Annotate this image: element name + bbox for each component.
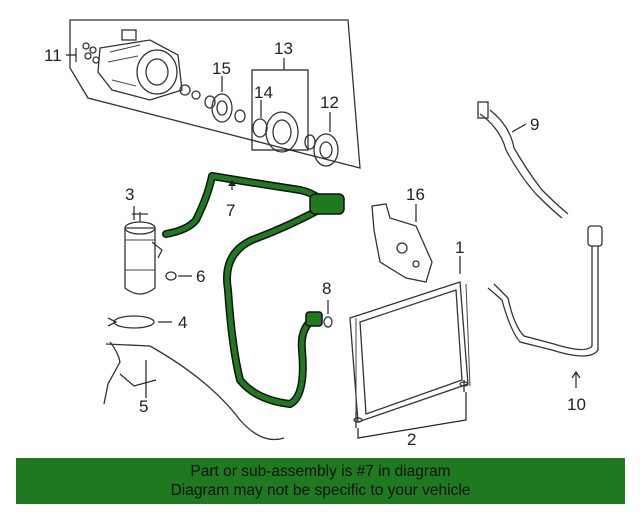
callout-13: 13 <box>274 39 293 58</box>
o-ring-8-icon <box>323 300 333 328</box>
accumulator-icon <box>124 206 163 295</box>
callout-12: 12 <box>320 93 339 112</box>
notice-banner: Part or sub-assembly is #7 in diagram Di… <box>16 458 625 504</box>
callout-6: 6 <box>196 267 205 286</box>
hose-10-icon <box>487 225 603 388</box>
callout-4: 4 <box>178 313 187 332</box>
notice-line-1: Part or sub-assembly is #7 in diagram <box>190 463 451 480</box>
parts-diagram: 1 2 3 4 5 6 7 8 9 10 11 12 13 14 15 16 <box>44 19 603 449</box>
compressor-assembly-group <box>66 19 361 169</box>
callout-15: 15 <box>212 59 231 78</box>
callout-14: 14 <box>254 83 273 102</box>
callout-5: 5 <box>139 397 148 416</box>
condenser-icon <box>349 256 471 439</box>
bracket-16-icon <box>371 203 433 283</box>
hose-9-icon <box>477 101 569 219</box>
callout-1: 1 <box>455 238 464 257</box>
hose-assembly-7-highlight <box>162 172 345 408</box>
bracket-4-icon <box>107 315 172 329</box>
callout-7: 7 <box>226 201 235 220</box>
clutch-pieces-icon <box>204 93 339 167</box>
notice-line-2: Diagram may not be specific to your vehi… <box>170 482 471 499</box>
callout-3: 3 <box>125 185 134 204</box>
callout-8: 8 <box>322 279 331 298</box>
hose-5-icon <box>103 341 285 441</box>
o-ring-6-icon <box>165 271 192 281</box>
callout-2: 2 <box>407 430 416 449</box>
compressor-icon <box>82 29 201 101</box>
callout-9: 9 <box>530 115 539 134</box>
callout-16: 16 <box>406 185 425 204</box>
callout-10: 10 <box>567 395 586 414</box>
callout-11: 11 <box>44 46 62 65</box>
